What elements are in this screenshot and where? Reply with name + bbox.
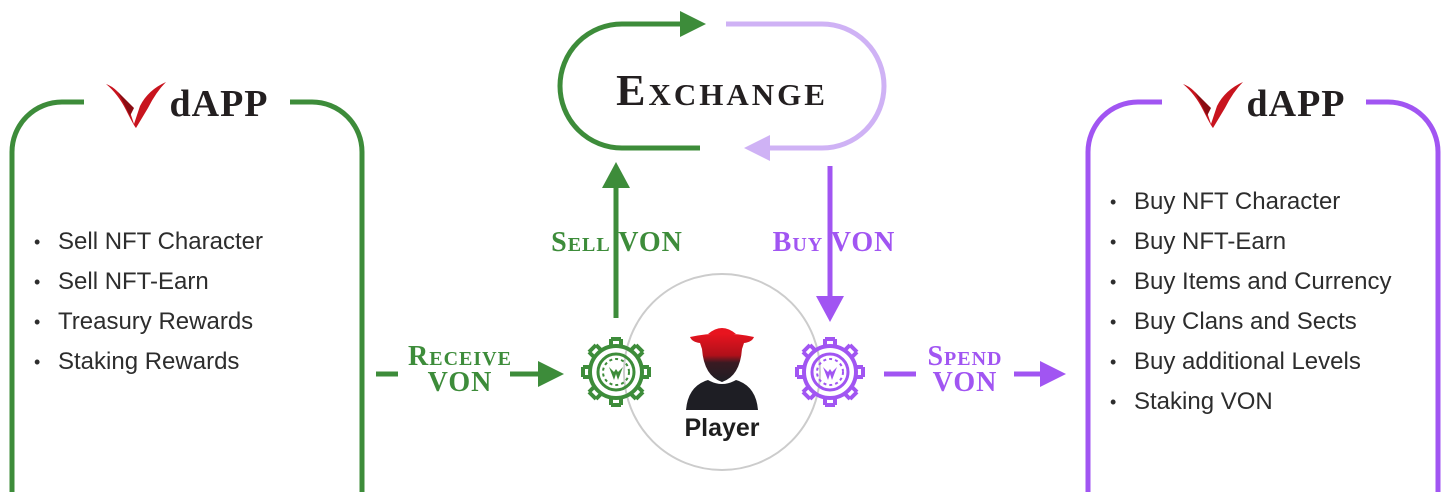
exchange-purple-arrowhead [744,135,770,161]
list-item: •Staking VON [1110,388,1273,415]
purple-gear-coin-icon [795,337,865,407]
left-panel-list: •Sell NFT Character •Sell NFT-Earn •Trea… [32,222,263,382]
exchange-title: Exchange [616,65,828,115]
right-panel-list: •Buy NFT Character •Buy NFT-Earn •Buy It… [1108,182,1391,422]
list-item: •Sell NFT Character [34,228,263,255]
list-item: •Buy Items and Currency [1110,268,1392,295]
right-panel-title: dAPP [1172,76,1354,132]
right-panel-title-text: dAPP [1246,83,1346,125]
sell-arrowhead [602,162,630,188]
player-label: Player [684,414,760,442]
green-gear-coin-icon [581,337,651,407]
list-item: •Sell NFT-Earn [34,268,209,295]
list-item: •Buy NFT-Earn [1110,228,1287,255]
spend-von-label-line1: Spend [927,341,1003,372]
sell-von-label: Sell VON [551,227,683,258]
receive-von-label-line2: VON [427,367,493,398]
spend-von-label-line2: VON [932,367,998,398]
exchange-loop-purple [726,21,887,151]
list-item: •Buy additional Levels [1110,348,1361,375]
v-wings-logo-icon [105,82,166,128]
list-item: •Staking Rewards [34,348,240,375]
spend-arrowhead [1040,361,1066,387]
player-circle [623,273,821,471]
right-panel-frame [1085,99,1441,492]
receive-von-label: Receive VON [396,341,524,398]
receive-von-label-line1: Receive [408,341,512,372]
left-panel-frame [9,99,365,492]
spend-von-label: Spend VON [912,341,1018,398]
buy-von-label: Buy VON [772,227,896,258]
buy-arrowhead [816,296,844,322]
exchange-green-arrowhead [680,11,706,37]
v-wings-logo-icon [1182,82,1243,128]
player-avatar-icon [686,328,758,410]
list-item: •Treasury Rewards [34,308,254,335]
left-panel-title: dAPP [96,76,276,132]
left-panel-title-text: dAPP [169,83,269,125]
exchange-loop-green [557,21,700,151]
list-item: •Buy NFT Character [1110,188,1341,215]
list-item: •Buy Clans and Sects [1110,308,1357,335]
receive-arrowhead [538,361,564,387]
